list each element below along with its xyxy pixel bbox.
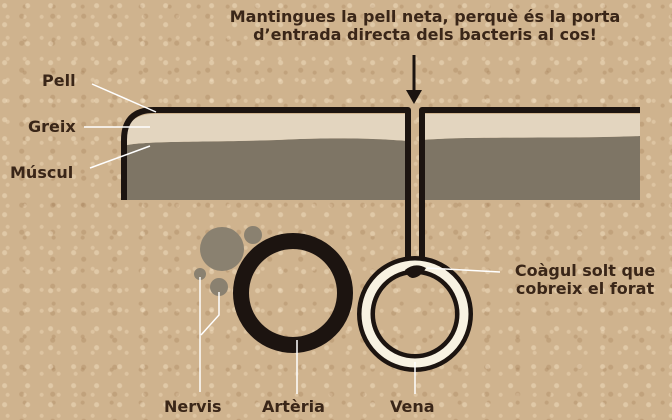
- top-note: Mantingues la pell neta, perquè és la po…: [200, 8, 650, 44]
- top-note-line2: d’entrada directa dels bacteris al cos!: [200, 26, 650, 44]
- muscle-layer-right: [422, 136, 640, 200]
- artery: [241, 241, 345, 345]
- nerve-large: [200, 227, 244, 271]
- vein-inner: [366, 265, 464, 363]
- label-muscul: Múscul: [10, 164, 73, 182]
- arrow-head: [406, 90, 422, 104]
- label-nervis: Nervis: [164, 398, 222, 416]
- label-coagul-line2: cobreix el forat: [498, 280, 672, 298]
- label-arteria: Artèria: [262, 398, 325, 416]
- label-coagul-line1: Coàgul solt que: [498, 262, 672, 280]
- leader-pell: [92, 84, 156, 112]
- top-note-line1: Mantingues la pell neta, perquè és la po…: [200, 8, 650, 26]
- label-greix: Greix: [28, 118, 76, 136]
- muscle-layer-left: [124, 138, 408, 200]
- label-coagul: Coàgul solt que cobreix el forat: [498, 262, 672, 298]
- label-pell: Pell: [42, 72, 76, 90]
- fat-layer-right: [422, 114, 640, 140]
- nerve-medium: [244, 226, 262, 244]
- label-vena: Vena: [390, 398, 435, 416]
- leader-nervis-branch: [201, 292, 219, 335]
